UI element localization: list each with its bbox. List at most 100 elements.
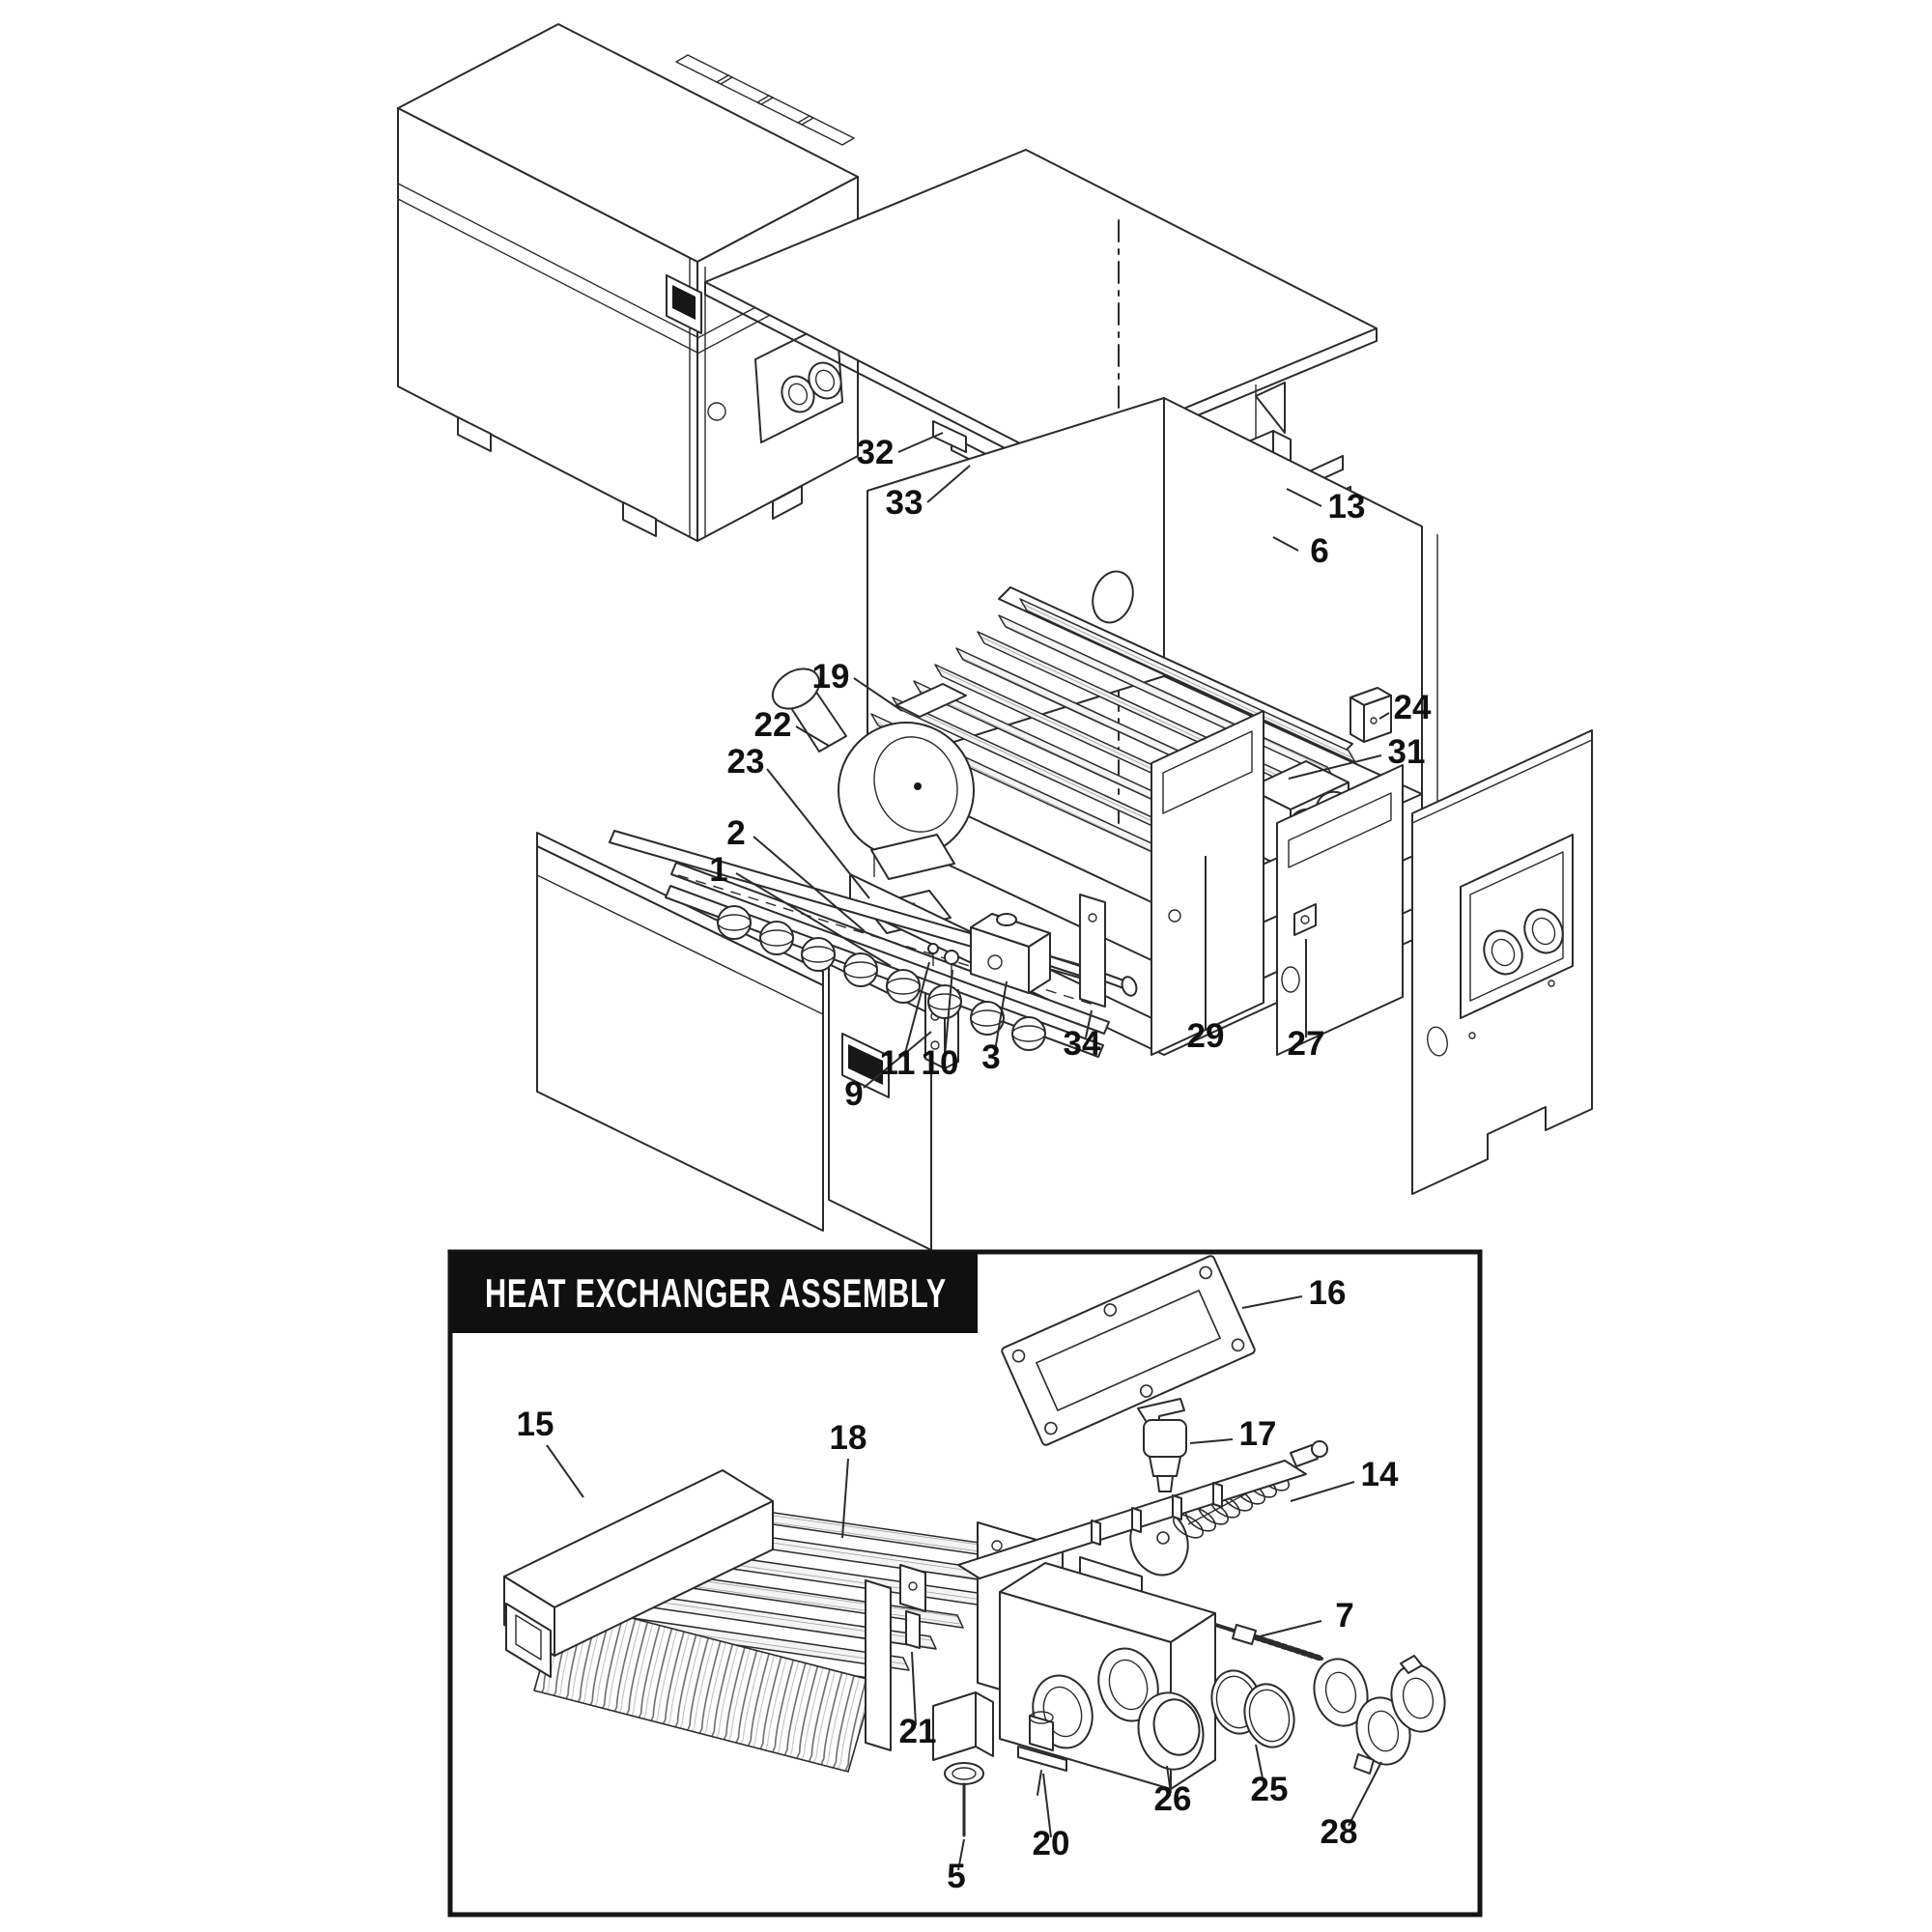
callout-leader-24	[1378, 712, 1390, 720]
callout-2: 2	[726, 814, 866, 932]
callout-20: 20	[1033, 1773, 1070, 1862]
callout-leader-13	[1286, 488, 1322, 507]
callout-number-22: 22	[754, 706, 792, 744]
callout-number-27: 27	[1288, 1025, 1325, 1063]
side-panel-middle	[1276, 764, 1404, 1056]
callout-25: 25	[1251, 1744, 1289, 1808]
callout-19: 19	[812, 658, 903, 712]
callout-leader-23	[766, 768, 870, 899]
callout-17: 17	[1189, 1415, 1277, 1453]
callout-14: 14	[1290, 1456, 1399, 1502]
callout-leader-10	[944, 969, 953, 1058]
pilot-fitting	[927, 943, 939, 954]
side-panel-inner	[1151, 710, 1264, 1056]
burner-row	[717, 905, 1046, 1051]
callout-leader-18	[841, 1458, 849, 1539]
callout-leader-28	[1348, 1761, 1382, 1827]
retainer-clip	[932, 420, 967, 453]
callout-18: 18	[830, 1419, 867, 1539]
callout-number-7: 7	[1335, 1597, 1353, 1634]
callout-number-14: 14	[1361, 1456, 1399, 1493]
callout-27: 27	[1288, 939, 1325, 1063]
callout-number-3: 3	[981, 1038, 1000, 1076]
callout-leader-32	[897, 432, 944, 453]
callout-15: 15	[517, 1406, 584, 1498]
flue-hole	[1092, 570, 1134, 624]
callout-number-1: 1	[709, 851, 727, 889]
callout-28: 28	[1321, 1761, 1382, 1851]
callout-leader-1	[735, 872, 892, 967]
callout-3: 3	[981, 980, 1008, 1076]
unit-feet	[457, 416, 803, 537]
callout-leader-34	[1085, 1009, 1093, 1038]
side-panel-outer	[1411, 729, 1593, 1195]
grommet	[1293, 903, 1317, 936]
callout-9: 9	[844, 1031, 932, 1113]
callout-21: 21	[899, 1651, 937, 1750]
callout-leader-14	[1290, 1481, 1355, 1502]
manifold-end-plate	[1079, 894, 1106, 1008]
callout-number-23: 23	[727, 743, 765, 781]
callout-34: 34	[1064, 1009, 1101, 1063]
callout-16: 16	[1241, 1274, 1347, 1312]
flange-clamps	[1313, 1655, 1446, 1775]
callout-leader-9	[863, 1031, 932, 1089]
callout-leader-11	[903, 961, 930, 1058]
callout-number-16: 16	[1309, 1274, 1347, 1312]
callout-leader-7	[1259, 1620, 1322, 1637]
callout-1: 1	[709, 851, 892, 967]
callout-leader-2	[753, 836, 866, 932]
panel-title-bar	[450, 1252, 978, 1333]
flange-gasket	[1001, 1255, 1256, 1446]
callout-number-9: 9	[844, 1075, 863, 1113]
callout-number-19: 19	[812, 658, 850, 696]
callout-leader-3	[994, 980, 1008, 1052]
callout-leader-16	[1241, 1295, 1303, 1309]
gas-valve	[970, 913, 1051, 994]
callout-number-24: 24	[1394, 689, 1432, 726]
callout-number-20: 20	[1033, 1825, 1070, 1862]
callout-leader-33	[926, 465, 971, 503]
o-rings	[1210, 1669, 1295, 1748]
callout-number-17: 17	[1239, 1415, 1277, 1453]
callout-number-15: 15	[517, 1406, 554, 1443]
callout-number-25: 25	[1251, 1771, 1289, 1808]
control-display	[666, 274, 702, 334]
burner-orifice	[944, 950, 959, 965]
callout-number-26: 26	[1154, 1780, 1192, 1818]
hx-studs	[1091, 1482, 1223, 1546]
pressure-switch-box	[1350, 687, 1392, 743]
hx-support-plate	[865, 1579, 892, 1751]
callout-5: 5	[947, 1838, 966, 1895]
callout-leader-31	[1288, 754, 1382, 780]
callout-number-31: 31	[1388, 733, 1426, 771]
hx-end-beam	[503, 1469, 774, 1678]
callout-22: 22	[754, 706, 830, 747]
callouts-bottom: 16 15 18 17 14 7 21 26 25 28 20 5	[517, 1274, 1399, 1895]
callout-number-13: 13	[1328, 488, 1366, 526]
callout-number-29: 29	[1187, 1017, 1225, 1055]
callout-7: 7	[1259, 1597, 1354, 1637]
callout-29: 29	[1187, 856, 1225, 1055]
callout-23: 23	[727, 743, 870, 899]
callout-leader-6	[1272, 536, 1299, 552]
front-panel-inner	[828, 963, 932, 1251]
blower-housing	[838, 722, 975, 859]
sensor-well	[932, 1691, 994, 1837]
callout-number-28: 28	[1321, 1813, 1358, 1851]
callout-number-21: 21	[899, 1713, 937, 1750]
callout-number-32: 32	[857, 434, 895, 471]
heat-exchanger-assembly-panel: HEAT EXCHANGER ASSEMBLY	[447, 1249, 1483, 1918]
callout-number-34: 34	[1064, 1025, 1101, 1063]
callout-33: 33	[886, 465, 971, 522]
callout-leader-20	[1042, 1773, 1052, 1838]
callout-number-18: 18	[830, 1419, 867, 1457]
drain-valve	[1137, 1398, 1187, 1492]
callout-24: 24	[1378, 689, 1432, 726]
top-vent-slots	[675, 54, 855, 146]
front-panel-outer	[536, 832, 824, 1232]
blower-mount-plate	[895, 683, 967, 718]
